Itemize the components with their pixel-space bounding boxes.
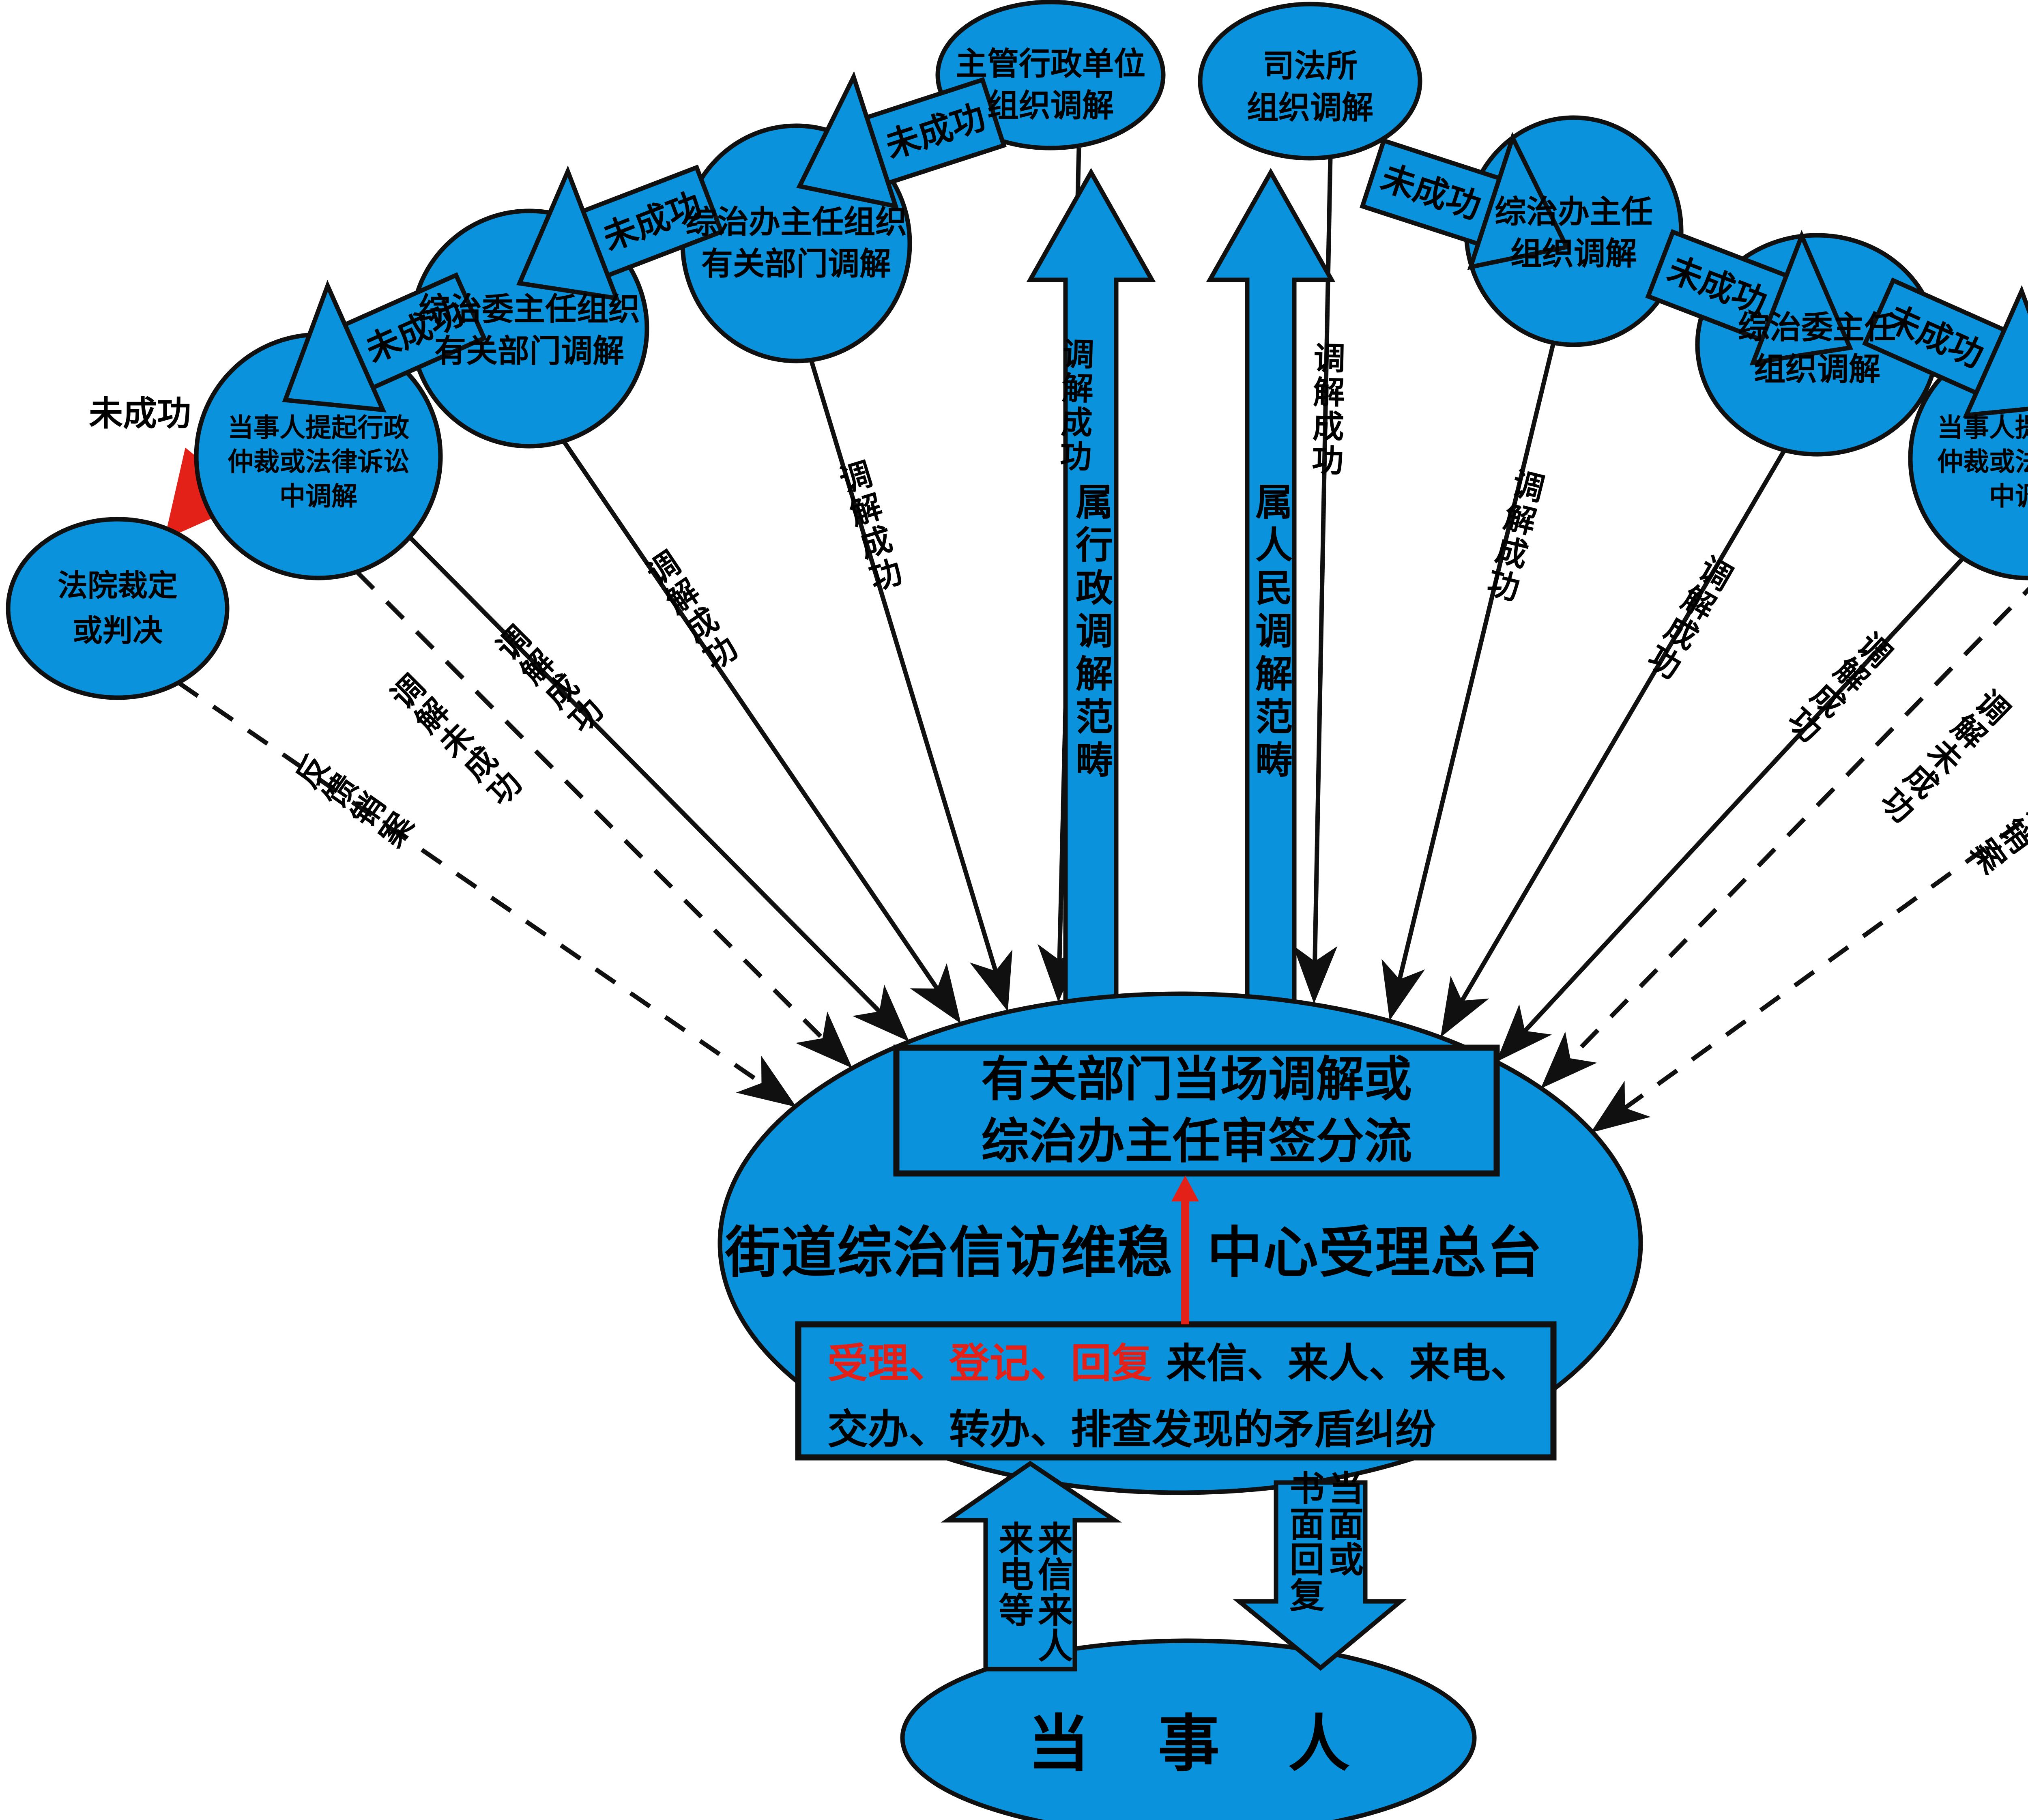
edge-success-right4 [1496,557,1965,1062]
node-ellipse-party [900,1638,1477,1820]
edge-fail-right [1540,587,2028,1089]
label-right1: 司法所 组织调解 [1246,48,1374,126]
label-category-administrative: 属行政调解范畴 [1069,482,1113,783]
edge-success-right1 [1293,157,1338,1004]
fail-arrow-left2to3 [516,164,724,301]
label-dispatch-box: 有关部门当场调解或 综治办主任审签分流 [981,1051,1412,1169]
red-up-arrow-intake-to-dispatch [1171,1175,1199,1324]
edge-success-right2 [1381,342,1556,1021]
label-success-left1: 调解成功 [1054,337,1095,475]
node-ellipse-court-left [6,517,230,700]
edge-close-left [177,681,797,1107]
edge-success-left3 [562,440,961,1024]
intake-line1-red: 受理、登记、回复 [827,1339,1152,1387]
fail-arrow-right3to4 [1862,277,2028,418]
fail-arrow-left1to2 [796,71,1007,209]
edge-success-left2 [809,359,1013,1012]
fail-arrow-right2to3 [1645,229,1853,366]
label-left1: 主管行政单位 组织调解 [955,46,1146,124]
fail-arrow-left3to4 [282,272,487,413]
edge-fail-left [355,570,853,1068]
label-left2: 综治办主任组织 有关部门调解 [685,204,907,282]
label-right3: 综治委主任 组织调解 [1738,309,1897,388]
label-right2: 综治办主任 组织调解 [1494,194,1653,272]
up-arrow-party-to-center [941,1461,1122,1672]
label-title-right: 中心受理总台 [1207,1221,1543,1285]
edge-close-right [1590,814,2028,1133]
label-fail-red-left: 未成功 [88,393,191,434]
intake-line1: 受理、登记、回复 来信、来人、来电、 [827,1330,1531,1389]
intake-line1-black: 来信、来人、来电、 [1152,1339,1531,1387]
label-court-left: 法院裁定 或判决 [58,568,178,648]
edge-success-right3 [1440,449,1787,1038]
label-party: 当 事 人 [1028,1708,1373,1780]
label-right4: 当事人提起行政 仲裁或法律诉讼 中调解 [1937,413,2028,512]
label-category-people: 属人民调解范畴 [1249,482,1293,783]
intake-line2: 交办、转办、排查发现的矛盾纠纷 [827,1405,1436,1453]
intake-box [795,1321,1557,1461]
label-left3: 综治委主任组织 有关部门调解 [418,291,640,370]
fail-arrow-right1to2 [1360,132,1570,270]
down-arrow-center-to-party [1233,1480,1407,1671]
label-success-right1: 调解成功 [1306,341,1345,478]
label-left4: 当事人提起行政 仲裁或法律诉讼 中调解 [228,413,409,512]
label-up-arrow: 来信来人 来电等 [993,1521,1072,1663]
label-down-arrow: 当面或 书面回复 [1283,1470,1363,1613]
dispatch-box [893,1044,1500,1177]
edge-success-left4 [408,535,909,1042]
node-ellipse-right1-judicial-office [1198,2,1422,161]
label-title-left: 街道综治信访维稳 [725,1221,1173,1285]
